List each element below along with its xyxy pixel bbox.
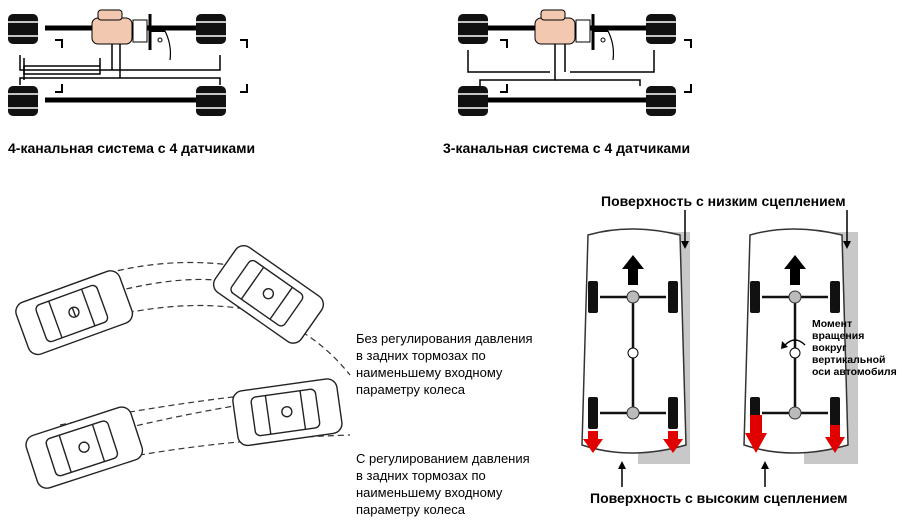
grip-diagram bbox=[581, 210, 858, 487]
high-grip-label: Поверхность с высоким сцеплением bbox=[590, 490, 848, 506]
moment-label: Момент вращения вокруг вертикальной оси … bbox=[812, 318, 897, 378]
wheel-fr bbox=[196, 14, 226, 44]
car-top-right bbox=[212, 244, 325, 344]
note-without-control: Без регулирования давления в задних торм… bbox=[356, 331, 533, 397]
brake-force-arrows bbox=[583, 415, 845, 453]
wheel-rr bbox=[196, 86, 226, 116]
three-channel-diagram bbox=[458, 9, 692, 116]
car-bottom-right bbox=[232, 378, 343, 447]
four-channel-caption: 4-канальная система с 4 датчиками bbox=[8, 140, 256, 156]
skid-illustration bbox=[15, 244, 351, 489]
wheel-rl bbox=[8, 86, 38, 116]
wheel-fl bbox=[8, 14, 38, 44]
note-with-control: С регулированием давления в задних тормо… bbox=[356, 451, 530, 517]
four-channel-diagram bbox=[8, 9, 248, 116]
low-grip-label: Поверхность с низким сцеплением bbox=[601, 193, 846, 209]
wheel-fl bbox=[458, 14, 488, 44]
master-cylinder bbox=[91, 9, 172, 61]
car-bottom-left bbox=[25, 406, 144, 489]
wheel-rr bbox=[646, 86, 676, 116]
wheel-fr bbox=[646, 14, 676, 44]
car-top-left bbox=[15, 270, 134, 356]
master-cylinder bbox=[534, 9, 615, 61]
wheel-rl bbox=[458, 86, 488, 116]
three-channel-caption: 3-канальная система с 4 датчиками bbox=[443, 140, 691, 156]
